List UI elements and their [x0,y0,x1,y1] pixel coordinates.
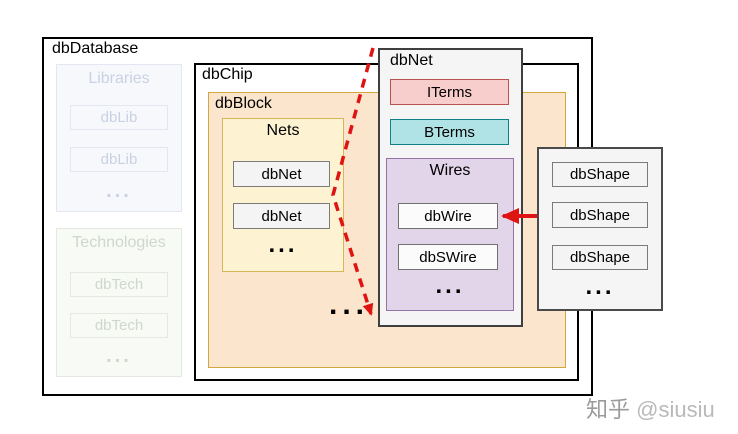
wires-panel [386,158,514,311]
watermark-brand: 知乎 [586,397,631,422]
block-ellipsis: ... [328,288,369,321]
nets-panel [222,118,344,272]
dblib-item: dbLib [70,147,168,172]
dblib-item: dbLib [70,105,168,130]
dbtech-item: dbTech [70,272,168,297]
bterms-box: BTerms [390,119,509,145]
db-block-label: dbBlock [215,95,272,112]
dbnet-item: dbNet [233,161,330,187]
wires-title: Wires [429,162,471,179]
db-chip-label: dbChip [202,66,253,83]
technologies-ellipsis: ... [106,345,132,367]
iterms-box: ITerms [390,79,509,105]
dbswire-item: dbSWire [398,244,498,270]
dbtech-item: dbTech [70,313,168,338]
technologies-title: Technologies [72,234,166,251]
technologies-panel [56,228,182,377]
dbwire-item: dbWire [398,203,498,229]
dbnet-item: dbNet [233,203,330,229]
db-net-detail-title: dbNet [390,52,433,69]
dbshape-item: dbShape [552,245,648,270]
dbshape-item: dbShape [552,162,648,187]
watermark-handle: @siusiu [636,397,715,422]
shapes-ellipsis: ... [585,273,615,300]
wires-ellipsis: ... [435,272,465,299]
libraries-panel [56,64,182,212]
watermark: 知乎 @siusiu [586,392,715,424]
dbshape-item: dbShape [552,202,648,228]
libraries-ellipsis: ... [106,180,132,202]
libraries-title: Libraries [88,70,150,87]
db-database-label: dbDatabase [52,40,139,57]
nets-title: Nets [266,122,300,139]
nets-ellipsis: ... [268,231,298,258]
